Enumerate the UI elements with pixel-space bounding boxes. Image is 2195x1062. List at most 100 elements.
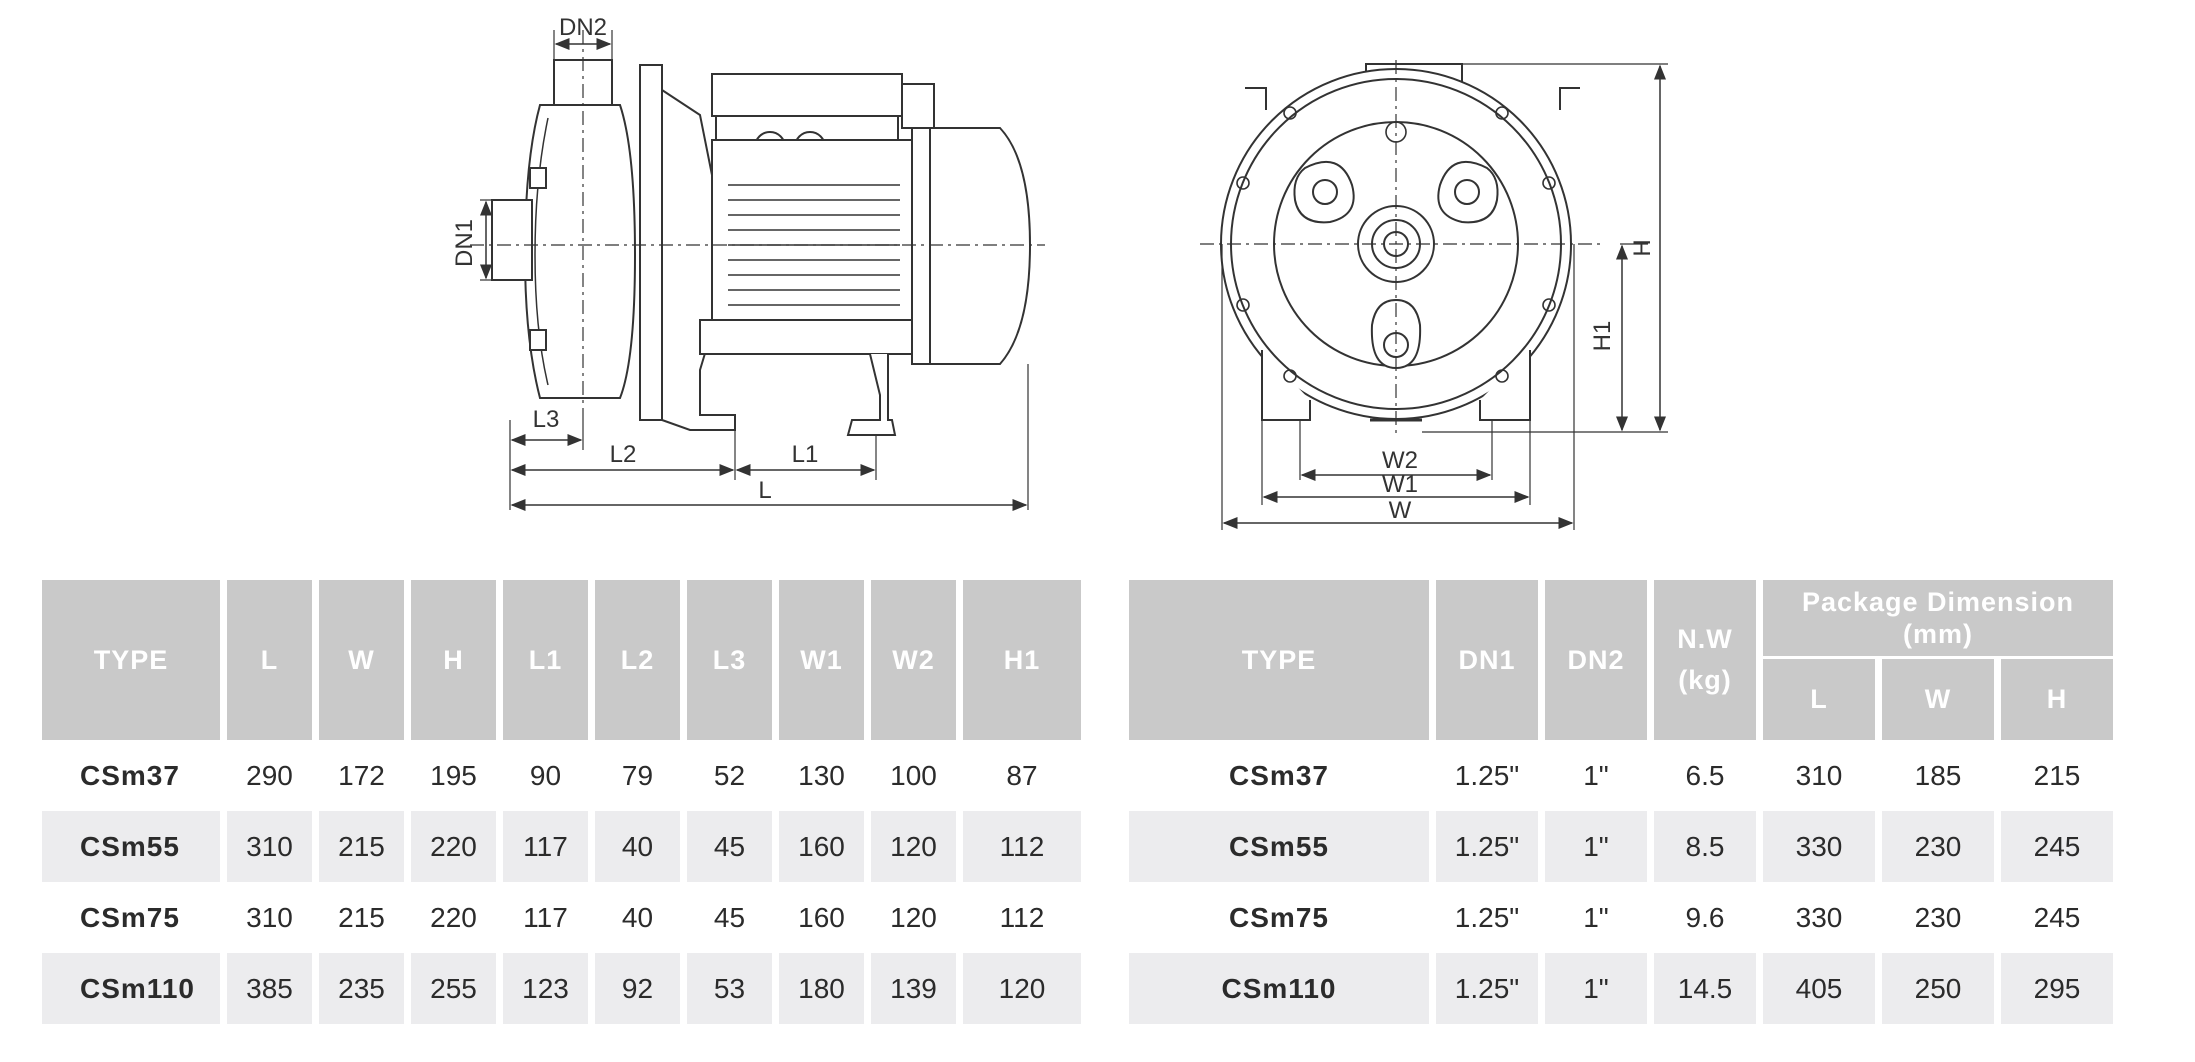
header-l3: L3 (687, 580, 772, 740)
cell-h: 255 (411, 953, 496, 1024)
cell-w1: 130 (798, 759, 845, 791)
type-cell: CSm37 (1229, 759, 1329, 791)
header-net-weight: N.W (kg) (1654, 580, 1756, 740)
cell-l: 290 (246, 759, 293, 791)
cell-pkg-h: 245 (2001, 811, 2113, 882)
cell-net-weight: 8.5 (1654, 811, 1756, 882)
cell-pkg-l: 310 (1795, 759, 1843, 791)
cell-dn2: 1" (1545, 953, 1647, 1024)
dim-label-dn1: DN1 (451, 219, 478, 267)
cell-l3: 45 (687, 811, 772, 882)
cell-l3: 53 (687, 953, 772, 1024)
cell-l: 310 (227, 811, 312, 882)
net-weight-label: N.W (1677, 624, 1733, 654)
table-row: CSm110 1.25" 1" 14.5 405 250 295 (1129, 953, 2113, 1024)
cell-l1: 123 (503, 953, 588, 1024)
cell-l1: 117 (503, 811, 588, 882)
cell-h: 220 (430, 901, 477, 933)
cell-w: 235 (319, 953, 404, 1024)
dim-label-dn2: DN2 (559, 14, 607, 41)
package-header-row: TYPE DN1 DN2 N.W (kg) Package Dimension … (1129, 580, 2113, 740)
type-cell: CSm110 (1129, 953, 1429, 1024)
cell-dn2: 1" (1583, 901, 1609, 933)
subheader-h: H (2001, 659, 2113, 740)
package-dimension-unit: (mm) (1903, 619, 1973, 650)
drawing-canvas: DN2 DN1 L3 L2 L1 L (451, 14, 1668, 530)
cell-pkg-w: 230 (1914, 901, 1962, 933)
dimensions-table: TYPE L W H L1 L2 L3 W1 W2 H1 CSm37 290 1… (35, 580, 1088, 1024)
cell-h1: 112 (963, 811, 1081, 882)
cell-l2: 92 (595, 953, 680, 1024)
cell-l1: 117 (523, 901, 568, 933)
cell-pkg-w: 230 (1882, 811, 1994, 882)
cell-dn1: 1.25" (1454, 759, 1520, 791)
cell-w1: 180 (779, 953, 864, 1024)
package-subheader-row: L W H (1129, 659, 2113, 740)
cell-h1: 120 (963, 953, 1081, 1024)
cell-pkg-w: 185 (1914, 759, 1962, 791)
type-cell: CSm55 (42, 811, 220, 882)
dim-label-l1: L1 (792, 441, 819, 468)
table-row: CSm37 1.25" 1" 6.5 310 185 215 (1129, 740, 2113, 811)
header-l: L (227, 580, 312, 740)
header-type: TYPE (1129, 580, 1429, 740)
cell-dn1: 1.25" (1436, 953, 1538, 1024)
table-row: CSm37 290 172 195 90 79 52 130 100 87 (42, 740, 1081, 811)
cell-w2: 139 (871, 953, 956, 1024)
cell-h: 220 (411, 811, 496, 882)
header-dn1: DN1 (1436, 580, 1538, 740)
subheader-w: W (1882, 659, 1994, 740)
cell-w1: 160 (798, 901, 845, 933)
dim-label-h1: H1 (1589, 321, 1616, 352)
header-l1: L1 (503, 580, 588, 740)
cell-w: 215 (338, 901, 385, 933)
cell-pkg-h: 295 (2001, 953, 2113, 1024)
cell-w1: 160 (779, 811, 864, 882)
type-cell: CSm75 (80, 901, 180, 933)
table-row: CSm110 385 235 255 123 92 53 180 139 120 (42, 953, 1081, 1024)
cell-pkg-h: 245 (2033, 901, 2081, 933)
cell-pkg-l: 405 (1763, 953, 1875, 1024)
header-dn2: DN2 (1545, 580, 1647, 740)
dim-label-w2: W2 (1382, 447, 1418, 474)
cell-l2: 40 (595, 811, 680, 882)
cell-dn1: 1.25" (1436, 811, 1538, 882)
type-cell: CSm110 (42, 953, 220, 1024)
header-w1: W1 (779, 580, 864, 740)
cell-w: 172 (338, 759, 385, 791)
table-row: CSm75 310 215 220 117 40 45 160 120 112 (42, 882, 1081, 953)
cell-h: 195 (430, 759, 477, 791)
cell-dn2: 1" (1545, 811, 1647, 882)
technical-drawing: DN2 DN1 L3 L2 L1 L (451, 14, 1668, 530)
cell-dn1: 1.25" (1454, 901, 1520, 933)
header-type: TYPE (42, 580, 220, 740)
cell-w2: 120 (871, 811, 956, 882)
net-weight-unit: (kg) (1678, 665, 1732, 695)
cell-l: 310 (246, 901, 293, 933)
cell-l2: 40 (621, 901, 654, 933)
cell-net-weight: 9.6 (1685, 901, 1725, 933)
dim-label-h: H (1629, 239, 1656, 256)
cell-net-weight: 6.5 (1685, 759, 1725, 791)
cell-l1: 90 (529, 759, 562, 791)
header-h: H (411, 580, 496, 740)
cell-l2: 79 (621, 759, 654, 791)
header-l2: L2 (595, 580, 680, 740)
cell-h1: 112 (999, 901, 1045, 933)
table-row: CSm75 1.25" 1" 9.6 330 230 245 (1129, 882, 2113, 953)
dim-label-w1: W1 (1382, 471, 1418, 498)
table-row: CSm55 310 215 220 117 40 45 160 120 112 (42, 811, 1081, 882)
type-cell: CSm75 (1229, 901, 1329, 933)
cell-l: 385 (227, 953, 312, 1024)
dimensions-header-row: TYPE L W H L1 L2 L3 W1 W2 H1 (42, 580, 1081, 740)
dim-label-l2: L2 (610, 441, 637, 468)
cell-pkg-h: 215 (2033, 759, 2081, 791)
cell-dn2: 1" (1583, 759, 1609, 791)
header-h1: H1 (963, 580, 1081, 740)
cell-pkg-l: 330 (1763, 811, 1875, 882)
cell-w2: 100 (890, 759, 937, 791)
type-cell: CSm55 (1129, 811, 1429, 882)
cell-w: 215 (319, 811, 404, 882)
cell-pkg-l: 330 (1795, 901, 1843, 933)
header-w2: W2 (871, 580, 956, 740)
